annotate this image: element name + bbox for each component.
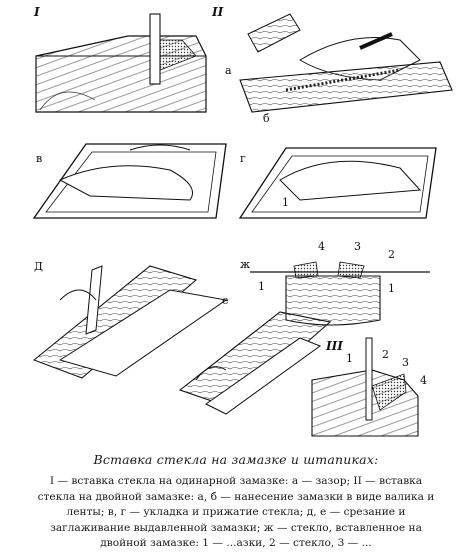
label-iii-1: 1 xyxy=(346,352,353,365)
label-iii-4: 4 xyxy=(420,374,427,387)
figure-d: Д xyxy=(32,260,228,379)
caption-title: Вставка стекла на замазке и штапиках: xyxy=(93,452,379,467)
label-n1: 1 xyxy=(282,196,289,209)
label-I: I xyxy=(33,5,40,19)
figure-g: г 1 xyxy=(238,147,437,219)
label-iii-3: 3 xyxy=(402,356,409,369)
label-zh-2: 2 xyxy=(388,248,395,261)
figure-III: III 1 2 3 4 xyxy=(311,337,427,437)
label-zh-3: 3 xyxy=(354,240,361,253)
figure-e: е xyxy=(178,294,332,415)
label-e: е xyxy=(222,294,229,307)
label-g: г xyxy=(240,152,246,165)
illustration-canvas: I II а б в г 1 ж 4 3 2 1 1 xyxy=(32,5,453,437)
figure-zh: ж 4 3 2 1 1 xyxy=(240,240,430,326)
label-iii-2: 2 xyxy=(382,348,389,361)
label-d: Д xyxy=(34,260,43,273)
label-a: а xyxy=(225,64,232,77)
label-b: б xyxy=(263,112,270,125)
figure-I: I xyxy=(33,5,207,113)
figure-II: II а б xyxy=(211,5,453,125)
label-II: II xyxy=(211,5,224,19)
label-zh: ж xyxy=(240,258,250,271)
label-III: III xyxy=(325,339,343,353)
caption-body: I — вставка стекла на одинарной замазке:… xyxy=(37,475,435,549)
label-zh-4: 4 xyxy=(318,240,325,253)
label-v: в xyxy=(36,152,42,165)
figure-v: в xyxy=(32,143,227,219)
label-zh-1a: 1 xyxy=(258,280,265,293)
label-zh-1b: 1 xyxy=(388,282,395,295)
